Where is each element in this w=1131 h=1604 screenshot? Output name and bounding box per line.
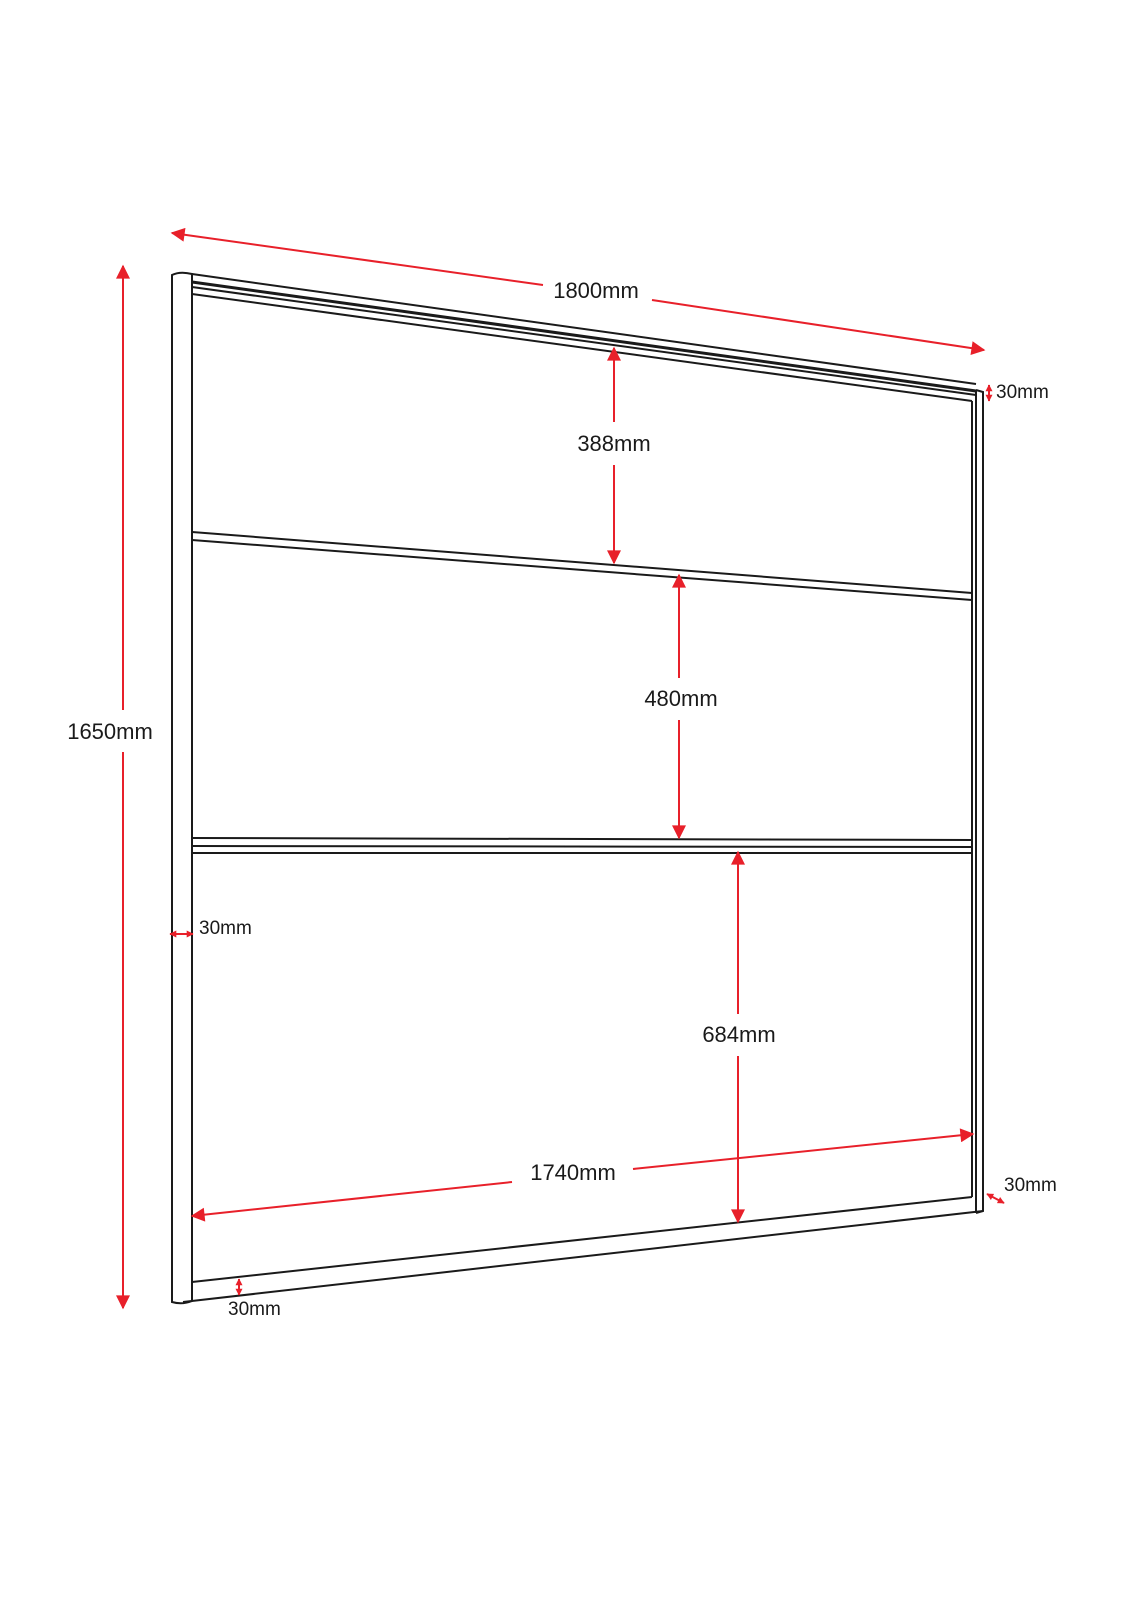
middle-panel-height-label: 480mm [644,686,717,711]
bottom-rail [182,1196,984,1303]
corner-frame-thickness-arrow [986,1193,1005,1204]
overall-width-label: 1800mm [553,278,639,303]
overall-width-arrow-right [651,299,986,356]
top-frame-thickness-label: 30mm [996,382,1049,403]
overall-height-label: 1650mm [67,719,153,744]
top-panel-height-label: 388mm [577,431,650,456]
upper-divider [191,531,973,601]
right-post [975,389,984,1214]
corner-frame-thickness-label: 30mm [1004,1175,1057,1196]
panel-frame [171,271,984,1305]
inner-width-arrow-left [190,1181,513,1222]
bottom-frame-thickness-label: 30mm [228,1299,281,1320]
top-rail [191,273,977,402]
dimension-labels: 1800mm 1650mm 388mm 480mm 684mm 1740mm 3… [67,278,1057,1320]
left-post [171,271,193,1305]
inner-width-label: 1740mm [530,1160,616,1185]
lower-divider [191,837,973,854]
inner-width-arrow-right [632,1128,975,1170]
side-frame-thickness-label: 30mm [199,918,252,939]
dimension-lines [116,227,1005,1310]
overall-width-arrow-left [170,227,544,286]
bottom-panel-height-label: 684mm [702,1022,775,1047]
